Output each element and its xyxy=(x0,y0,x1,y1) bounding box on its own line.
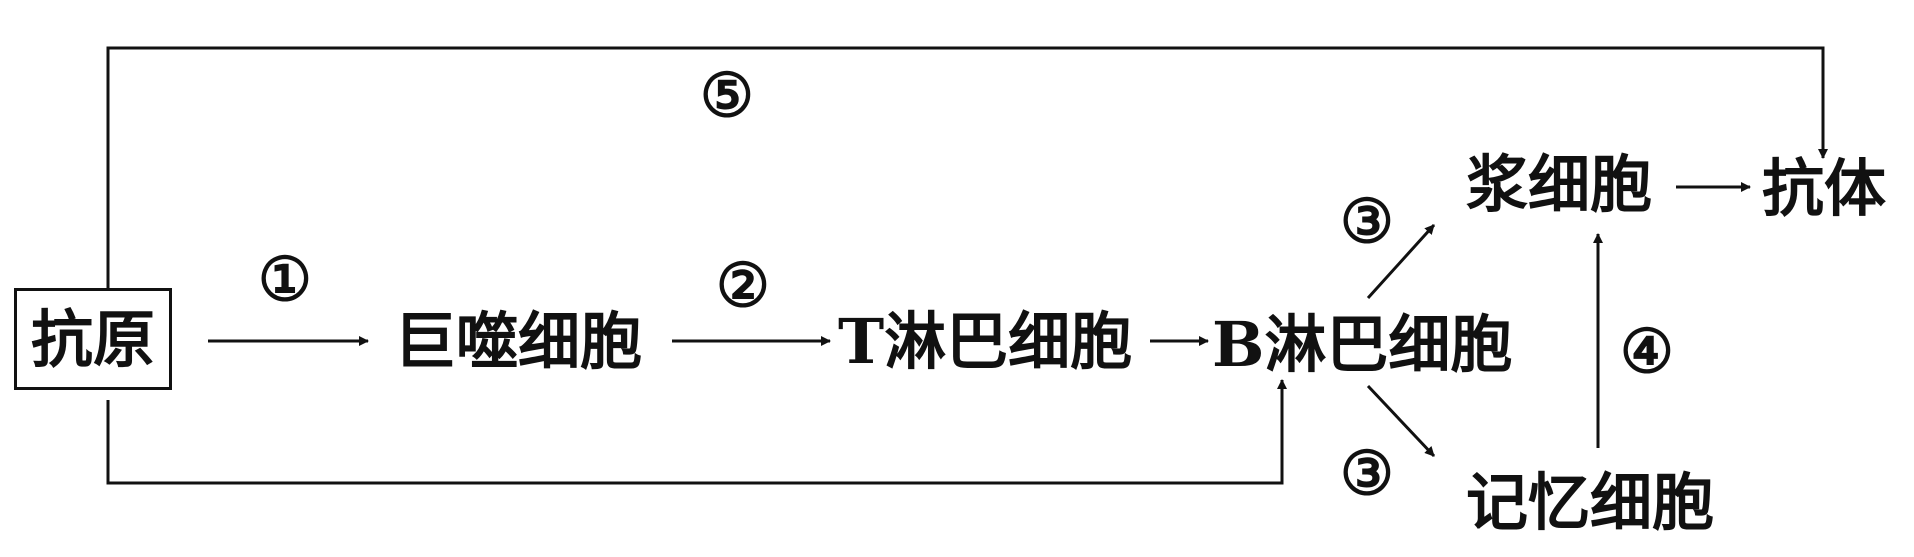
step-3-upper-marker: ③ xyxy=(1340,187,1394,257)
step-5-marker: ⑤ xyxy=(700,61,754,131)
b-cell-label: B淋巴细胞 xyxy=(1212,308,1513,381)
step-4-marker: ④ xyxy=(1620,317,1674,387)
step-3-lower-marker: ③ xyxy=(1340,439,1394,509)
arrow-b-cell-to-plasma-cell xyxy=(1366,223,1436,300)
plasma-cell-label: 浆细胞 xyxy=(1466,148,1653,221)
antigen-box: 抗原 xyxy=(14,288,173,390)
t-cell-label: T淋巴细胞 xyxy=(838,305,1133,378)
macrophage-label: 巨噬细胞 xyxy=(394,305,643,378)
step-2-marker: ② xyxy=(716,251,770,321)
arrow-b-cell-to-memory-cell xyxy=(1366,384,1436,458)
antigen-label: 抗原 xyxy=(31,303,156,376)
antibody-label: 抗体 xyxy=(1762,152,1887,225)
arrow-antigen-to-b-cell xyxy=(106,379,1287,485)
step-1-marker: ① xyxy=(258,245,312,315)
arrow-antigen-to-antibody xyxy=(106,46,1828,290)
memory-cell-label: 记忆细胞 xyxy=(1466,466,1715,539)
